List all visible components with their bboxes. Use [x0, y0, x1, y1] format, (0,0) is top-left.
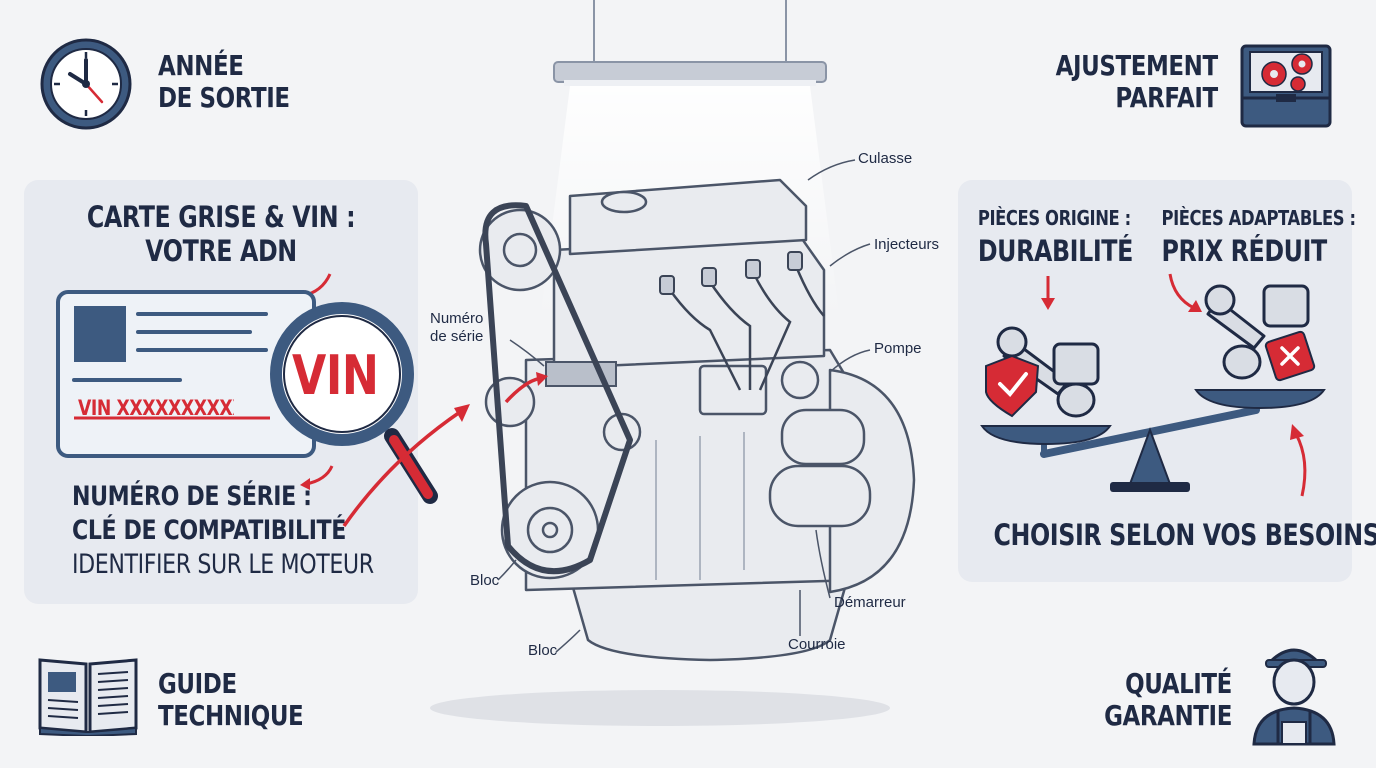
serial-number-text: NUMÉRO DE SÉRIE : CLÉ DE COMPATIBILITÉ I…	[72, 481, 374, 580]
choose-by-needs-text: CHOISIR SELON VOS BESOINS	[993, 518, 1376, 552]
label-pompe: Pompe	[874, 340, 922, 357]
label-culasse: Culasse	[858, 150, 913, 167]
clock-icon	[38, 36, 134, 132]
release-year-title: ANNÉE DE SORTIE	[158, 49, 290, 114]
engine-illustration	[330, 140, 970, 740]
origin-parts-value: DURABILITÉ	[977, 234, 1134, 268]
magnifier-vin-text: VIN	[292, 344, 379, 407]
label-courroie: Courroie	[788, 636, 846, 653]
open-book-icon	[36, 650, 140, 737]
origin-parts-label: PIÈCES ORIGINE :	[977, 206, 1131, 230]
toolbox-gears-icon	[1236, 36, 1336, 132]
mechanic-icon	[1248, 636, 1340, 746]
aftermarket-parts-value: PRIX RÉDUIT	[1161, 234, 1327, 268]
label-bloc-lower: Bloc	[528, 642, 558, 659]
quality-guaranteed-title: QUALITÉ GARANTIE	[1104, 667, 1232, 732]
label-bloc-upper: Bloc	[470, 572, 500, 589]
card-vin-text: VIN XXXXXXXXXXXXX	[78, 396, 234, 420]
registration-card-illustration	[40, 270, 460, 540]
label-demarreur: Démarreur	[834, 594, 906, 611]
balance-scale-illustration	[970, 270, 1340, 510]
aftermarket-parts-label: PIÈCES ADAPTABLES :	[1161, 206, 1356, 230]
label-numero-serie: Numéro de série	[430, 310, 484, 345]
vin-panel-title: CARTE GRISE & VIN : VOTRE ADN	[86, 200, 356, 268]
label-injecteurs: Injecteurs	[874, 236, 940, 253]
perfect-fit-title: AJUSTEMENT PARFAIT	[1055, 49, 1219, 114]
technical-guide-title: GUIDE TECHNIQUE	[158, 667, 304, 732]
